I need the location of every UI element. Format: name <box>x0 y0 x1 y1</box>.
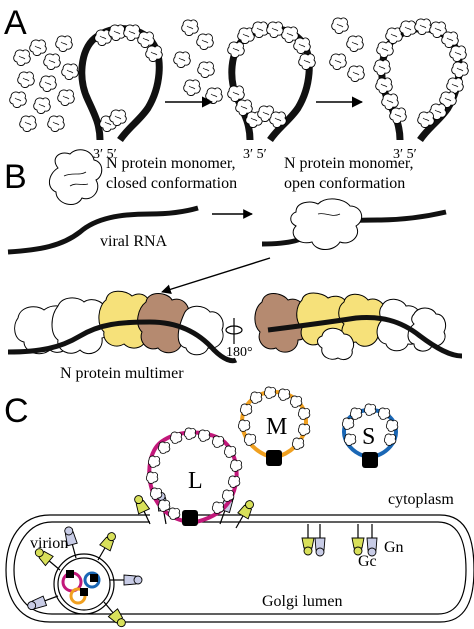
rnp-stage-3 <box>373 18 469 143</box>
glycoprotein-spikes-right <box>301 523 378 557</box>
free-n-protein-cluster-3 <box>329 17 365 82</box>
free-n-protein-cluster-2 <box>173 19 223 104</box>
panel-b-letter: B <box>4 158 27 196</box>
panel-c: C cytoplasm Gc Gn <box>4 386 474 629</box>
golgi-lumen-label: Golgi lumen <box>262 593 342 610</box>
segment-M-label: M <box>266 414 287 440</box>
n-monomer-open-on-rna <box>261 198 447 250</box>
panel-c-letter: C <box>4 392 29 430</box>
rotation-icon <box>225 318 243 344</box>
gn-label: Gn <box>384 539 404 556</box>
n-multimer-view-2 <box>254 292 463 361</box>
virion <box>25 525 143 629</box>
viral-rna-label: viral RNA <box>100 233 168 250</box>
closed-label-line1: N protein monomer, <box>106 155 236 172</box>
segment-L-label: L <box>188 468 203 494</box>
closed-label-line2: closed conformation <box>106 175 237 192</box>
panel-b: B N protein monomer, closed conformation… <box>4 149 463 382</box>
rnp-3-ends-label: 3′ 5′ <box>393 147 417 162</box>
open-label-line2: open conformation <box>284 175 405 192</box>
rnp-segment-S <box>341 403 399 468</box>
n-monomer-closed <box>49 149 103 206</box>
viral-rna-strand <box>7 205 199 255</box>
golgi-membrane <box>5 514 474 623</box>
gc-label: Gc <box>358 553 377 570</box>
rnp-segment-L <box>145 427 243 526</box>
open-label-line1: N protein monomer, <box>284 155 414 172</box>
cytoplasm-label: cytoplasm <box>388 491 454 508</box>
rnp-2-ends-label: 3′ 5′ <box>243 147 267 162</box>
rotation-label: 180° <box>226 345 253 360</box>
arrow-b-2 <box>161 257 271 295</box>
virion-label: virion <box>30 535 68 552</box>
panel-a: A 3′ 5′ <box>4 4 469 162</box>
rnp-stage-1 <box>78 24 163 143</box>
rnp-1-ends-label: 3′ 5′ <box>93 147 117 162</box>
rnp-stage-2 <box>227 21 316 143</box>
free-n-protein-cluster-1 <box>9 35 79 132</box>
segment-S-label: S <box>362 424 375 450</box>
n-multimer-view-1 <box>7 290 238 364</box>
n-multimer-label: N protein multimer <box>60 365 184 382</box>
rnp-segment-M <box>237 386 311 466</box>
panel-a-letter: A <box>4 4 27 42</box>
